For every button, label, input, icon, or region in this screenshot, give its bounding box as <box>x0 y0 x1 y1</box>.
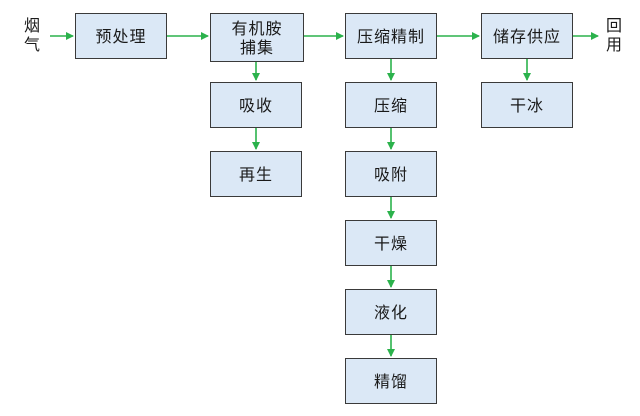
regen-label: 再生 <box>238 164 273 184</box>
pretreat-box: 预处理 <box>75 13 167 59</box>
dry-box: 干燥 <box>345 220 437 266</box>
adsorb-box: 吸附 <box>345 151 437 197</box>
compress-refine-label: 压缩精制 <box>356 26 425 46</box>
pretreat-label: 预处理 <box>95 26 147 46</box>
compress-label: 压缩 <box>373 95 408 115</box>
input-label: 烟气 <box>23 16 40 54</box>
regen-box: 再生 <box>210 151 302 197</box>
amine-capture-label-line2: 捕集 <box>239 37 274 57</box>
output-label: 回用 <box>605 16 622 54</box>
dry-ice-box: 干冰 <box>481 82 573 128</box>
liquefy-box: 液化 <box>345 289 437 335</box>
distill-label: 精馏 <box>373 371 408 391</box>
storage-box: 储存供应 <box>481 13 573 59</box>
storage-label: 储存供应 <box>492 26 561 46</box>
amine-capture-label-line1: 有机胺 <box>231 18 283 38</box>
dry-ice-label: 干冰 <box>509 95 544 115</box>
absorb-box: 吸收 <box>210 82 302 128</box>
dry-label: 干燥 <box>373 233 408 253</box>
compress-box: 压缩 <box>345 82 437 128</box>
adsorb-label: 吸附 <box>373 164 408 184</box>
amine-capture-box: 有机胺 捕集 <box>210 13 304 62</box>
distill-box: 精馏 <box>345 358 437 404</box>
absorb-label: 吸收 <box>238 95 273 115</box>
compress-refine-box: 压缩精制 <box>345 13 437 59</box>
liquefy-label: 液化 <box>373 302 408 322</box>
